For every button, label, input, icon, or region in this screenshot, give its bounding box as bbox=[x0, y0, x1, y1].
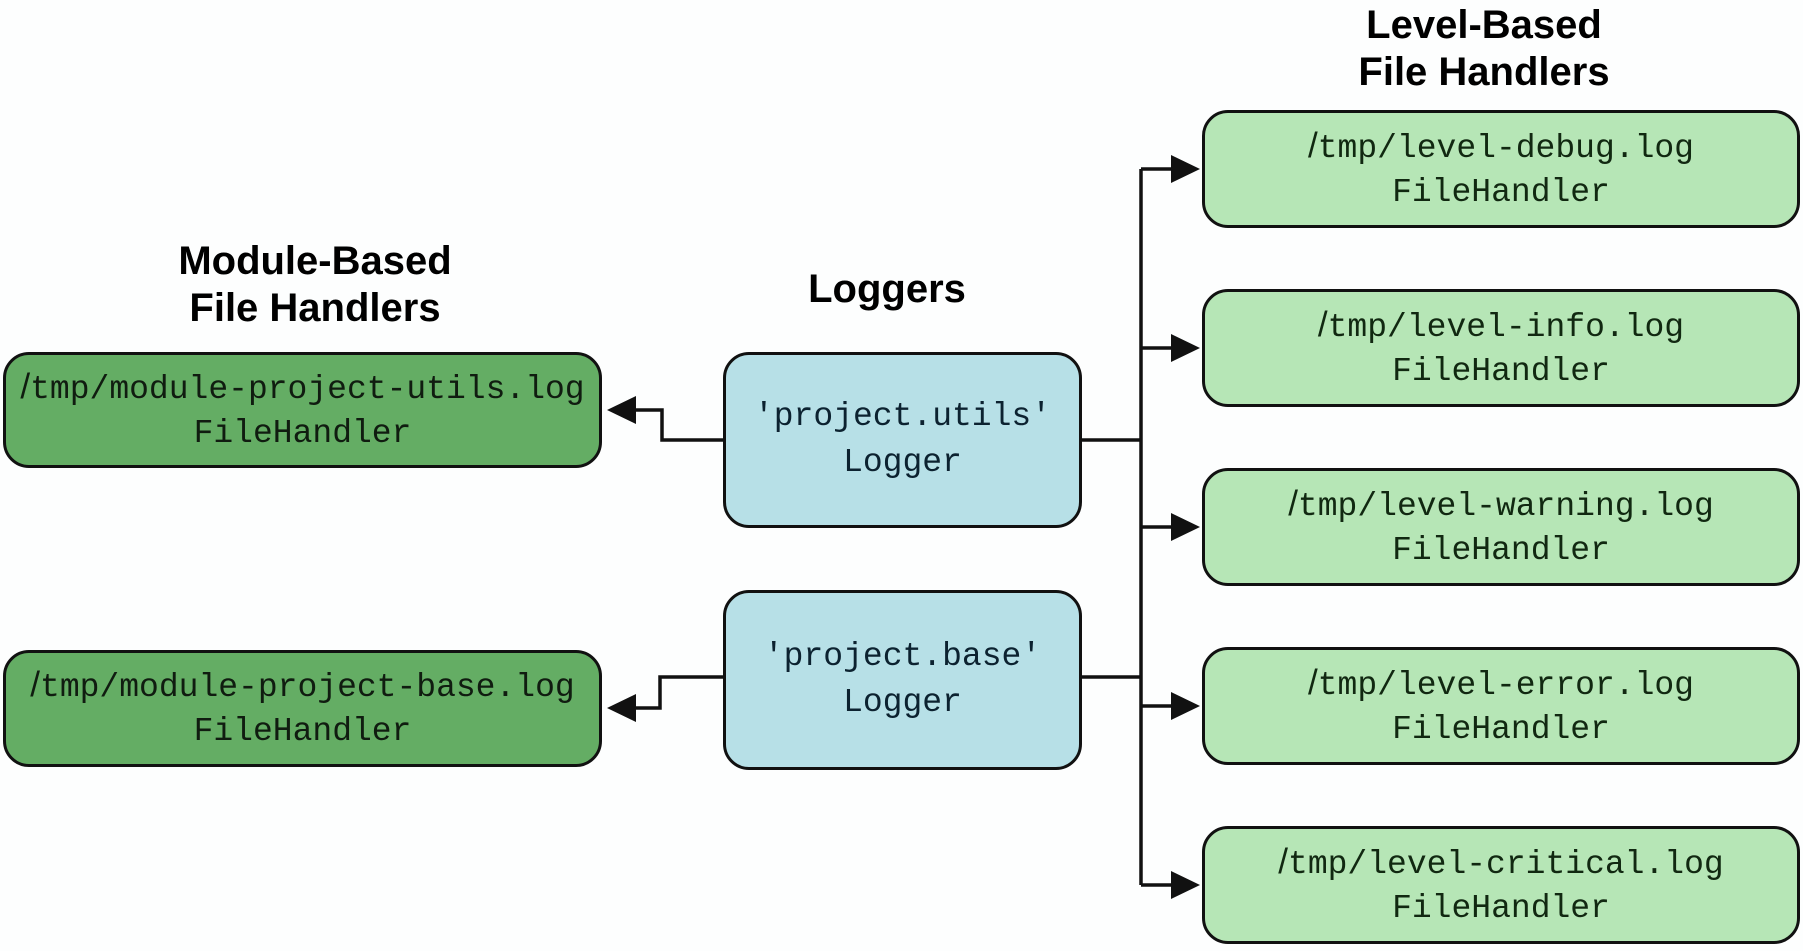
handler-class-label: FileHandler bbox=[193, 713, 412, 750]
node-level-handler-warning: /tmp/level-warning.log FileHandler bbox=[1202, 468, 1800, 586]
node-level-handler-debug: /tmp/level-debug.log FileHandler bbox=[1202, 110, 1800, 228]
node-level-handler-info: /tmp/level-info.log FileHandler bbox=[1202, 289, 1800, 407]
file-path-label: /tmp/level-info.log bbox=[1317, 304, 1685, 346]
node-logger-project-base: 'project.base' Logger bbox=[723, 590, 1082, 770]
logger-name-label: 'project.base' bbox=[763, 638, 1042, 675]
file-path-label: /tmp/module-project-base.log bbox=[30, 665, 575, 706]
node-level-handler-error: /tmp/level-error.log FileHandler bbox=[1202, 647, 1800, 765]
node-module-handler-base: /tmp/module-project-base.log FileHandler bbox=[3, 650, 602, 767]
handler-class-label: FileHandler bbox=[1392, 531, 1610, 569]
handler-class-label: FileHandler bbox=[1392, 173, 1610, 211]
file-path-label: /tmp/module-project-utils.log bbox=[20, 366, 585, 408]
module-handlers-title-line2: File Handlers bbox=[189, 286, 441, 330]
level-handlers-title-line2: File Handlers bbox=[1358, 50, 1610, 94]
module-handlers-title: Module-Based File Handlers bbox=[65, 238, 565, 332]
module-handlers-title-line1: Module-Based bbox=[178, 239, 452, 283]
node-level-handler-critical: /tmp/level-critical.log FileHandler bbox=[1202, 826, 1800, 944]
handler-class-label: FileHandler bbox=[1392, 889, 1610, 927]
level-handlers-title: Level-Based File Handlers bbox=[1234, 2, 1734, 96]
handler-class-label: FileHandler bbox=[193, 414, 412, 452]
file-path-label: /tmp/level-warning.log bbox=[1288, 483, 1714, 525]
file-path-label: /tmp/level-critical.log bbox=[1278, 841, 1724, 883]
level-handlers-title-line1: Level-Based bbox=[1366, 3, 1602, 47]
edge-utils-logger-to-module-handler bbox=[636, 408, 723, 442]
handler-class-label: FileHandler bbox=[1392, 710, 1610, 748]
node-logger-project-utils: 'project.utils' Logger bbox=[723, 352, 1082, 528]
arrowhead-right-icon bbox=[1171, 692, 1200, 720]
arrowhead-right-icon bbox=[1171, 155, 1200, 183]
edge-base-logger-to-module-handler bbox=[636, 675, 723, 710]
handler-class-label: FileHandler bbox=[1392, 352, 1610, 390]
logger-name-label: 'project.utils' bbox=[753, 398, 1052, 435]
arrowhead-left-icon bbox=[607, 694, 636, 722]
file-path-label: /tmp/level-debug.log bbox=[1308, 125, 1694, 167]
arrowhead-right-icon bbox=[1171, 513, 1200, 541]
loggers-title: Loggers bbox=[808, 267, 966, 311]
node-module-handler-utils: /tmp/module-project-utils.log FileHandle… bbox=[3, 352, 602, 468]
arrowhead-right-icon bbox=[1171, 871, 1200, 899]
logger-class-label: Logger bbox=[843, 684, 962, 721]
arrowhead-left-icon bbox=[607, 396, 636, 424]
arrowhead-right-icon bbox=[1171, 334, 1200, 362]
logger-class-label: Logger bbox=[843, 444, 962, 481]
file-path-label: /tmp/level-error.log bbox=[1308, 662, 1694, 704]
